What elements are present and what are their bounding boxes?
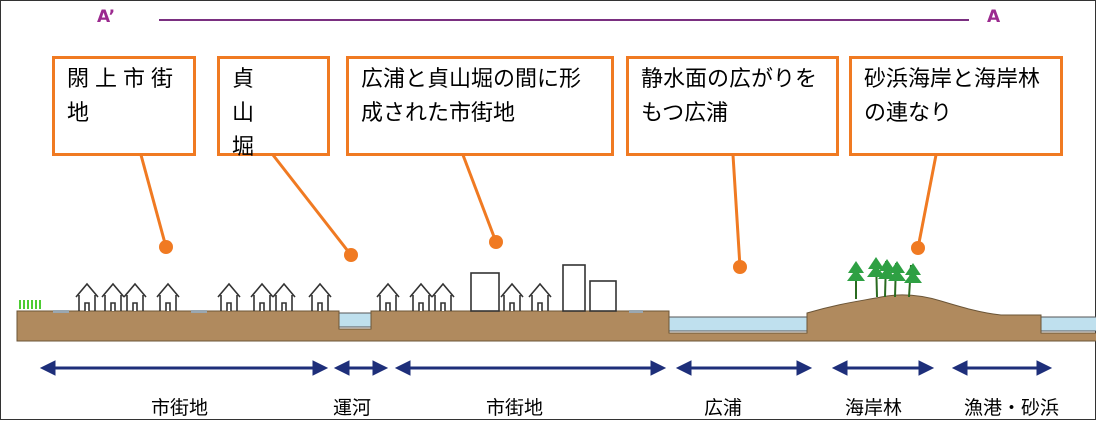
zone-arrows	[39, 360, 1053, 376]
small-ponds	[53, 310, 643, 313]
ground	[16, 294, 1096, 342]
house-icon	[250, 282, 274, 311]
zone-label-hiroura: 広浦	[704, 397, 743, 419]
zone-label-harbor-beach: 漁港・砂浜	[964, 397, 1060, 419]
zone-arrow	[675, 360, 813, 376]
buildings	[470, 264, 617, 312]
section-start-label: A’	[97, 7, 116, 27]
house-icon	[376, 282, 400, 311]
leader-lines	[139, 154, 938, 268]
zone-arrow	[333, 360, 389, 376]
zone-arrow	[39, 360, 329, 376]
zone-arrow	[951, 360, 1053, 376]
zone-label-canal: 運河	[333, 397, 372, 419]
callout-urban-between: 広浦と貞山堀の間に形成された市街地	[346, 56, 614, 156]
house-icon	[217, 282, 241, 311]
hiroura-water	[668, 316, 808, 332]
callout-yuriage-town: 閖上市街地	[52, 56, 196, 156]
leader-line	[271, 154, 353, 256]
leader-dot	[489, 235, 503, 249]
building-icon	[589, 280, 617, 312]
zone-arrow	[831, 360, 935, 376]
tree-canopy	[847, 257, 922, 283]
houses	[75, 282, 552, 311]
zone-arrow	[394, 360, 667, 376]
leader-dot	[344, 248, 358, 262]
zone-label-urban-1: 市街地	[151, 397, 209, 419]
leader-line	[139, 154, 168, 248]
house-icon	[101, 282, 125, 311]
zone-label-urban-2: 市街地	[486, 397, 544, 419]
section-end-label: A	[987, 7, 1001, 27]
leader-line	[916, 154, 938, 249]
zone-label-forest: 海岸林	[845, 397, 903, 419]
callout-sandy-coast: 砂浜海岸と海岸林の連なり	[849, 56, 1063, 156]
house-icon	[500, 282, 524, 311]
leader-dots	[159, 235, 925, 274]
leader-line	[731, 154, 742, 268]
callout-hiroura: 静水面の広がりをもつ広浦	[626, 56, 839, 156]
building-icon	[470, 272, 500, 312]
leader-dot	[159, 240, 173, 254]
leader-dot	[911, 241, 925, 255]
house-icon	[156, 282, 180, 311]
coastal-forest	[847, 257, 922, 299]
house-icon	[409, 282, 433, 311]
house-icon	[528, 282, 552, 311]
house-icon	[308, 282, 332, 311]
callout-teizan-canal: 貞山堀	[217, 56, 330, 160]
house-icon	[431, 282, 455, 311]
house-icon	[123, 282, 147, 311]
leader-dot	[733, 260, 747, 274]
grass-icon	[19, 300, 41, 309]
building-icon	[562, 264, 586, 312]
house-icon	[272, 282, 296, 311]
harbor-water	[1040, 316, 1096, 332]
canal-water	[338, 312, 372, 328]
leader-line	[461, 154, 498, 243]
house-icon	[75, 282, 99, 311]
section-line	[159, 19, 969, 21]
